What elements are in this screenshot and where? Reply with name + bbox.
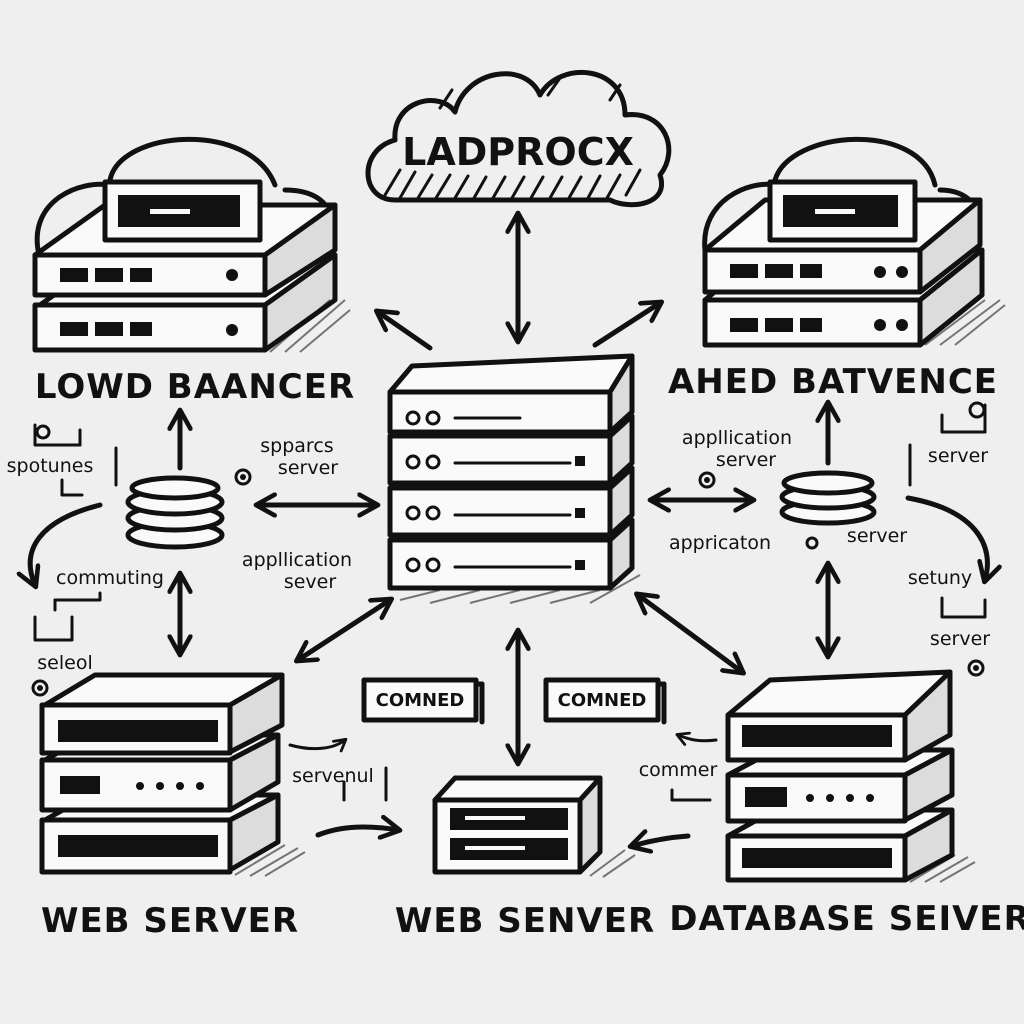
note-server-top-right: server (928, 445, 988, 467)
cloud: LADPROCX (365, 70, 672, 208)
title-web-server-center: WEB SENVER (395, 901, 655, 941)
note-app-left-line1: appllication (242, 549, 352, 571)
top-right-device (702, 136, 1006, 348)
note-spotunes: spotunes (7, 455, 94, 477)
note-application-server-left: appllication sever (242, 549, 358, 593)
comned-box-left: COMNED (361, 677, 485, 725)
note-app-right-line1: appllication (682, 427, 792, 449)
central-server-stack (387, 353, 641, 604)
arrow-webleft-webcenter (315, 827, 398, 835)
cloud-hatching (383, 76, 642, 200)
arrow-database-webcenter (632, 836, 691, 846)
handwritten-notes: spparcs server appllication sever applli… (7, 427, 991, 787)
load-balancer-device (32, 136, 351, 353)
cloud-label: LADPROCX (402, 130, 634, 174)
arrow-center-database (638, 595, 742, 672)
comned-label-right: COMNED (558, 690, 647, 711)
note-server-mid-right: server (847, 525, 907, 547)
arrow-center-topleft (378, 312, 433, 351)
note-spparcs-server: spparcs server (260, 435, 339, 479)
note-app-left-line2: sever (284, 571, 337, 593)
comned-box-right: COMNED (543, 677, 667, 725)
note-spparcs-line1: spparcs (260, 435, 333, 457)
curve-left (30, 502, 103, 585)
curve-right (905, 495, 987, 580)
note-spparcs-line2: server (278, 457, 338, 479)
title-web-server-left: WEB SERVER (41, 901, 299, 941)
small-decorations (31, 401, 987, 802)
comned-label-left: COMNED (376, 690, 465, 711)
note-app-right-line2: server (716, 449, 776, 471)
database-server-device (725, 669, 976, 883)
note-application-server-right: appllication server (682, 427, 798, 471)
note-servenul: servenul (292, 765, 374, 787)
note-appricaton: appricaton (669, 532, 771, 554)
title-database-server: DATABASE SEIVER (669, 899, 1024, 939)
note-commer: commer (639, 759, 718, 781)
web-server-left-device (39, 672, 306, 877)
right-disk-stack (779, 470, 877, 526)
title-load-balancer: LOWD BAANCER (35, 367, 355, 407)
note-setuny: setuny (908, 567, 972, 589)
title-top-right: AHED BATVENCE (668, 362, 998, 402)
note-server-right-lower: server (930, 628, 990, 650)
connector-arrows (30, 215, 987, 846)
web-server-center-device (432, 775, 636, 878)
arrow-center-webleft (298, 600, 390, 660)
note-seleol: seleol (37, 652, 92, 674)
arrow-center-topright (592, 303, 660, 348)
left-disk-stack (125, 475, 225, 550)
note-commuting: commuting (56, 567, 164, 589)
